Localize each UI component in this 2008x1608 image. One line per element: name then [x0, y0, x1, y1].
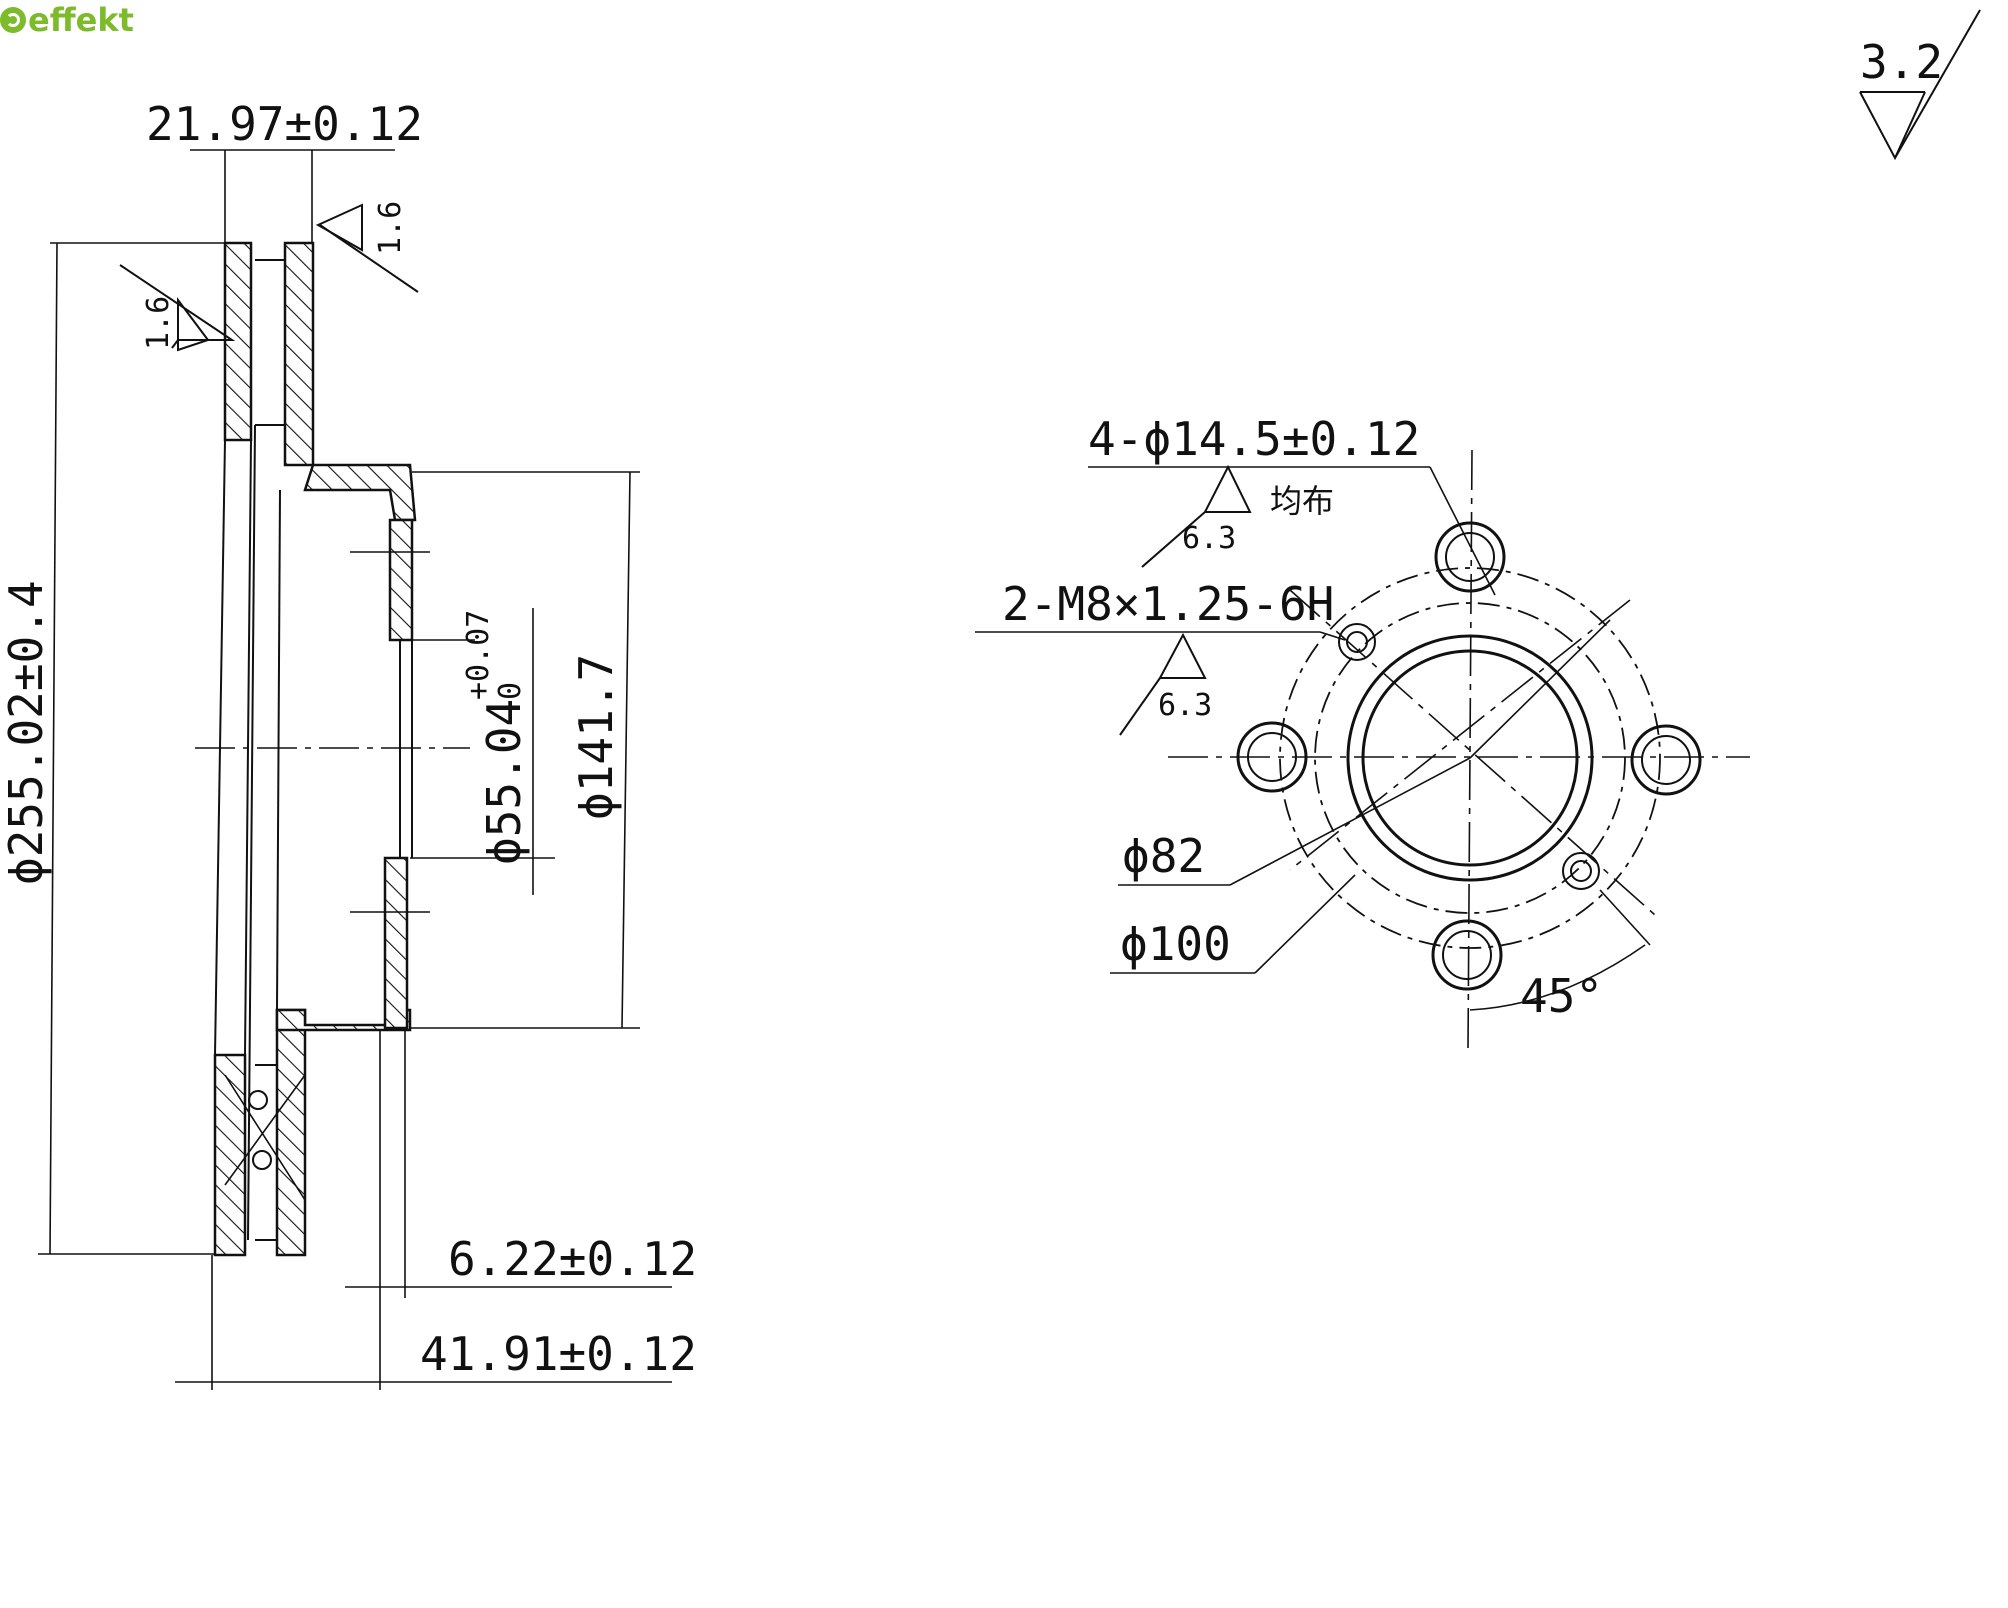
threaded-holes-label: 2-M8×1.25-6H: [1002, 577, 1334, 631]
threaded-holes-roughness: 6.3: [1158, 688, 1212, 723]
offset-dimension-label: 6.22±0.12: [448, 1232, 697, 1286]
width-dimension: 21.97±0.12: [146, 97, 423, 245]
roughness-left-label: 1.6: [141, 296, 176, 350]
width-dimension-label: 21.97±0.12: [146, 97, 423, 151]
general-roughness-label: 3.2: [1860, 35, 1943, 89]
center-bore-outer: [1346, 634, 1594, 882]
hat-wall-top: [388, 518, 414, 642]
hat-wall-bottom: [383, 856, 409, 1030]
bolt-holes-callout: 4-ϕ14.5±0.12 均布 6.3: [1088, 412, 1496, 596]
center-bore-inner: [1361, 649, 1579, 867]
bore-tolerance-lower: 0: [493, 682, 528, 700]
left-friction-plate-bottom: [213, 1053, 247, 1257]
right-friction-plate-top: [283, 241, 315, 467]
hat-diameter-label: ϕ141.7: [569, 654, 623, 820]
roughness-left: 1.6: [119, 264, 236, 352]
outer-diameter-label: ϕ255.02±0.4: [0, 580, 53, 885]
side-section-view: 21.97±0.12: [0, 97, 697, 1390]
offset-dimension: 6.22±0.12: [345, 1030, 697, 1390]
inner-diameter-callout: ϕ82: [1118, 619, 1611, 886]
brand-name: effekt: [28, 1, 134, 39]
bolt-holes-label: 4-ϕ14.5±0.12: [1088, 412, 1420, 466]
hat-diameter-dimension: ϕ141.7: [410, 471, 640, 1029]
brand-logo-icon: [0, 7, 26, 33]
angle-label: 45°: [1520, 969, 1603, 1023]
bolt-circle: [1279, 567, 1661, 949]
total-height-label: 41.91±0.12: [420, 1327, 697, 1381]
front-view: 3.2 4-ϕ14.5±0.12 均布: [975, 9, 1981, 1049]
outer-diameter-dimension: ϕ255.02±0.4: [0, 242, 225, 1255]
hat-top-flange: [303, 463, 417, 522]
bore-tolerance-upper: +0.07: [461, 610, 496, 700]
roughness-right-label: 1.6: [373, 201, 408, 255]
pcd-callout: ϕ100: [1110, 874, 1356, 974]
threaded-holes: [1338, 623, 1600, 890]
right-friction-plate-bottom: [275, 1008, 307, 1257]
threaded-holes-callout: 2-M8×1.25-6H 6.3: [975, 577, 1346, 736]
left-friction-plate-top: [223, 241, 253, 442]
pcd-label: ϕ100: [1120, 917, 1231, 971]
bore-diameter-dimension: ϕ55.04 +0.07 0: [410, 608, 555, 895]
general-roughness: 3.2: [1859, 9, 1981, 161]
bolt-holes: [1236, 521, 1702, 991]
brand-logo: effekt: [0, 0, 134, 40]
bore-diameter-label: ϕ55.04: [477, 699, 531, 865]
angle-callout: 45°: [1469, 889, 1651, 1023]
bolt-holes-note: 均布: [1270, 482, 1334, 520]
inner-diameter-label: ϕ82: [1122, 829, 1205, 883]
total-height-dimension: 41.91±0.12: [175, 1255, 697, 1390]
pcd-circle: [1314, 602, 1626, 914]
bolt-holes-roughness: 6.3: [1182, 521, 1236, 556]
roughness-right: 1.6: [315, 201, 419, 293]
